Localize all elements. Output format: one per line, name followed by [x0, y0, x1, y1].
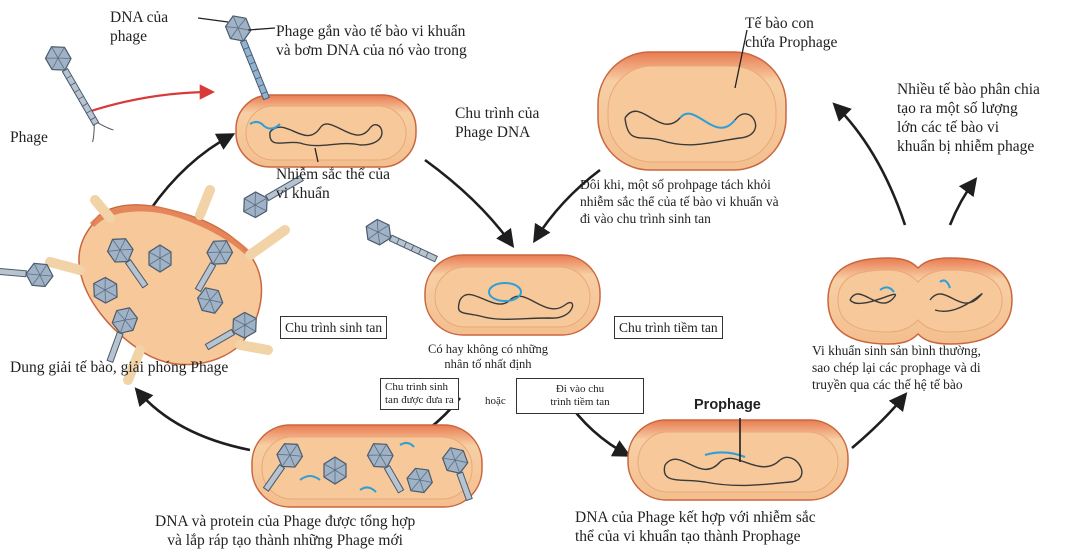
arrow-bottom-to-lysis: [137, 390, 250, 450]
arrow-top-to-center: [425, 160, 512, 245]
arrow-prophage-to-dividing: [852, 395, 905, 448]
arrow-dividing-to-daughter: [835, 105, 905, 225]
arrow-dividing-to-many: [950, 180, 975, 225]
label-or: hoặc: [485, 395, 506, 408]
label-phage: Phage: [10, 128, 48, 147]
box-lysogenic-cycle: Chu trình tiềm tan: [614, 316, 723, 339]
lysis-cell: [0, 168, 307, 380]
dividing-cell: [828, 258, 1012, 344]
center-cell: [425, 255, 600, 335]
free-phage-left: [41, 41, 113, 142]
label-normal-reproduction: Vi khuẩn sinh sản bình thường,sao chép l…: [812, 342, 981, 393]
label-prophage: Prophage: [694, 396, 761, 415]
box-lytic-cycle: Chu trình sinh tan: [280, 316, 387, 339]
assembly-cell: [252, 425, 482, 507]
prophage-cell: [628, 418, 848, 500]
daughter-cell: [598, 52, 786, 170]
arrow-lysis-to-top: [150, 135, 232, 210]
red-arrow: [88, 92, 212, 112]
label-cell-lysis: Dung giải tế bào, giải phóng Phage: [10, 358, 228, 377]
free-phage-center: [362, 217, 441, 269]
